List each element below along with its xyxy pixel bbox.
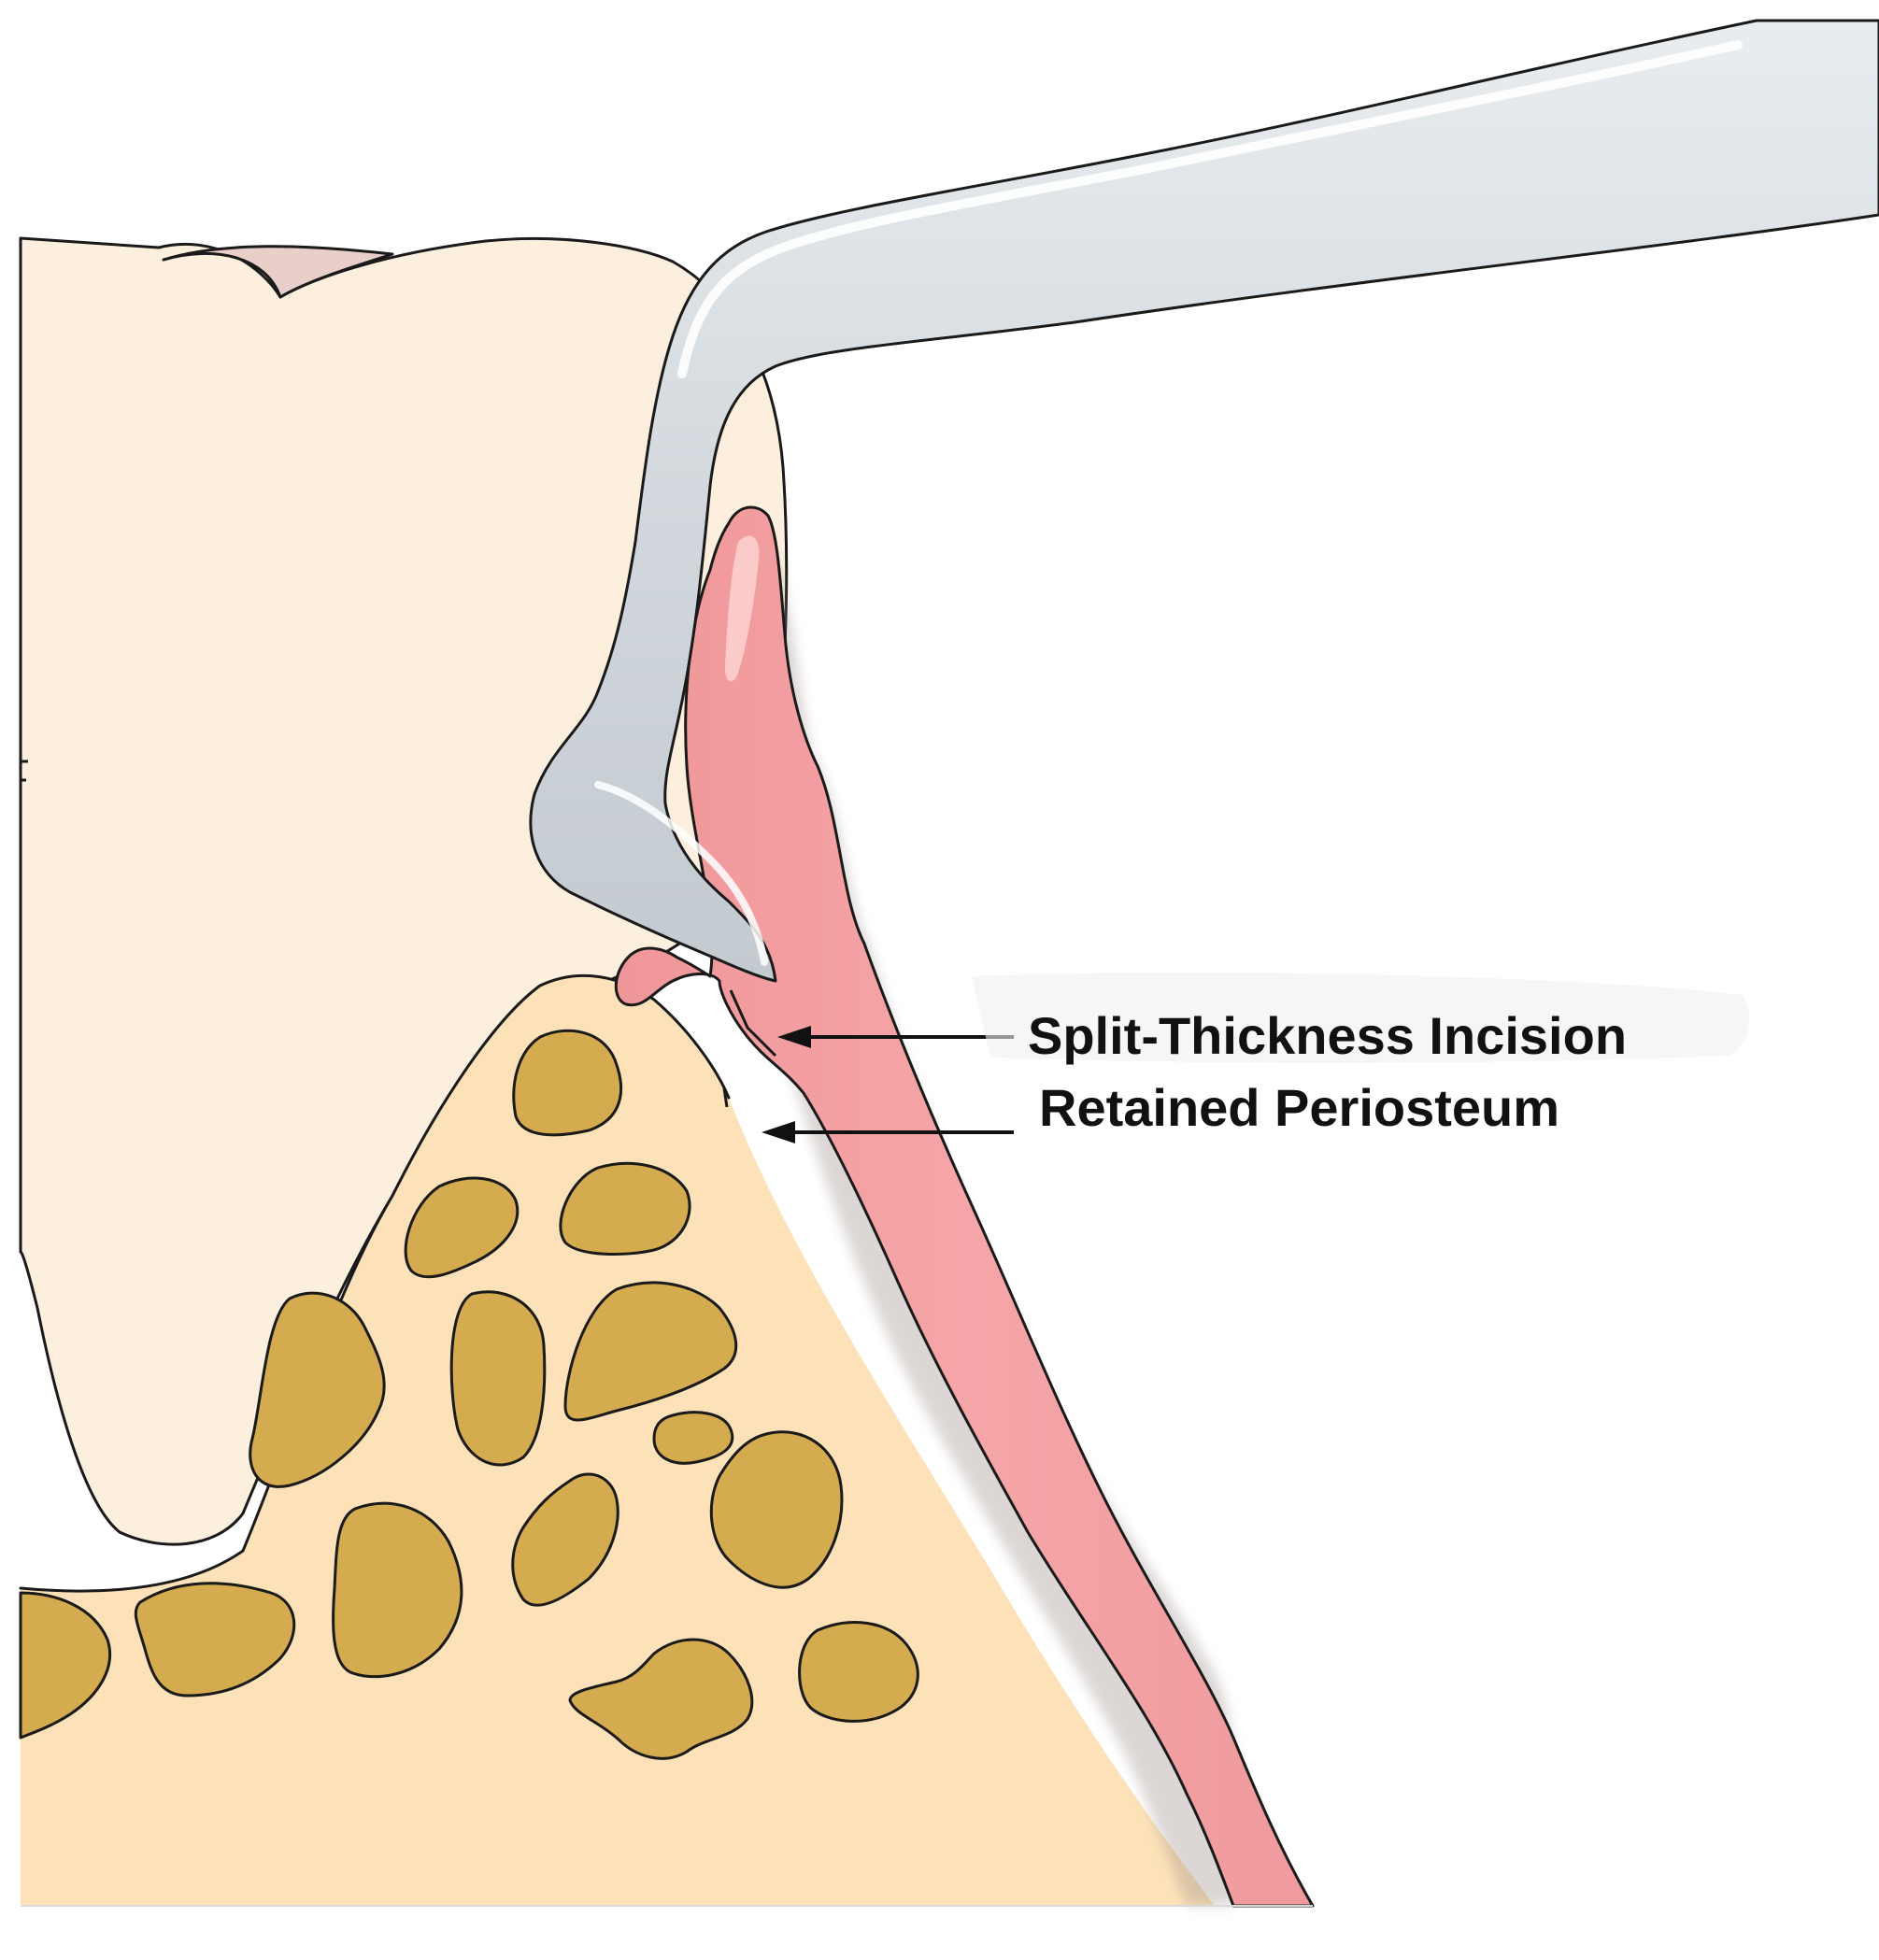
trabecula-2 (404, 1176, 520, 1279)
gingival-flap (614, 505, 1315, 1908)
trabecula-7 (652, 1411, 734, 1465)
trabecula-4 (249, 1291, 386, 1488)
elevator-tip-highlight (594, 781, 768, 966)
trabecula-12 (19, 1591, 112, 1740)
trabecula-11 (134, 1582, 296, 1697)
trabecula-10 (332, 1501, 463, 1679)
tooth-edge-notch (21, 760, 28, 782)
trabecular-spaces (19, 1029, 919, 1760)
incision-line (729, 989, 777, 1058)
trabecula-13 (568, 1638, 754, 1760)
trabecula-5 (449, 1290, 547, 1467)
trabecula-14 (798, 1621, 919, 1723)
label-backdrop (972, 973, 1750, 1063)
label-arrows (762, 1026, 1014, 1143)
pulp-horn (162, 245, 394, 299)
trabecula-1 (512, 1029, 622, 1137)
elevator-highlight (677, 40, 1743, 378)
trabecula-9 (511, 1472, 619, 1607)
periosteum-arrow-head (762, 1121, 795, 1143)
trabecula-3 (559, 1161, 691, 1256)
alveolar-bone-outline (19, 973, 731, 1593)
incision-arrow-head (777, 1026, 811, 1048)
periosteal-elevator (529, 19, 1879, 983)
trabecula-8 (709, 1430, 844, 1589)
trabecula-6 (563, 1281, 738, 1422)
periosteum-line (722, 1087, 729, 1108)
flap-highlight (724, 535, 760, 682)
retained-periosteum-label: Retained Periosteum (1039, 1078, 1559, 1137)
split-thickness-incision-label: Split-Thickness Incision (1028, 1006, 1627, 1065)
